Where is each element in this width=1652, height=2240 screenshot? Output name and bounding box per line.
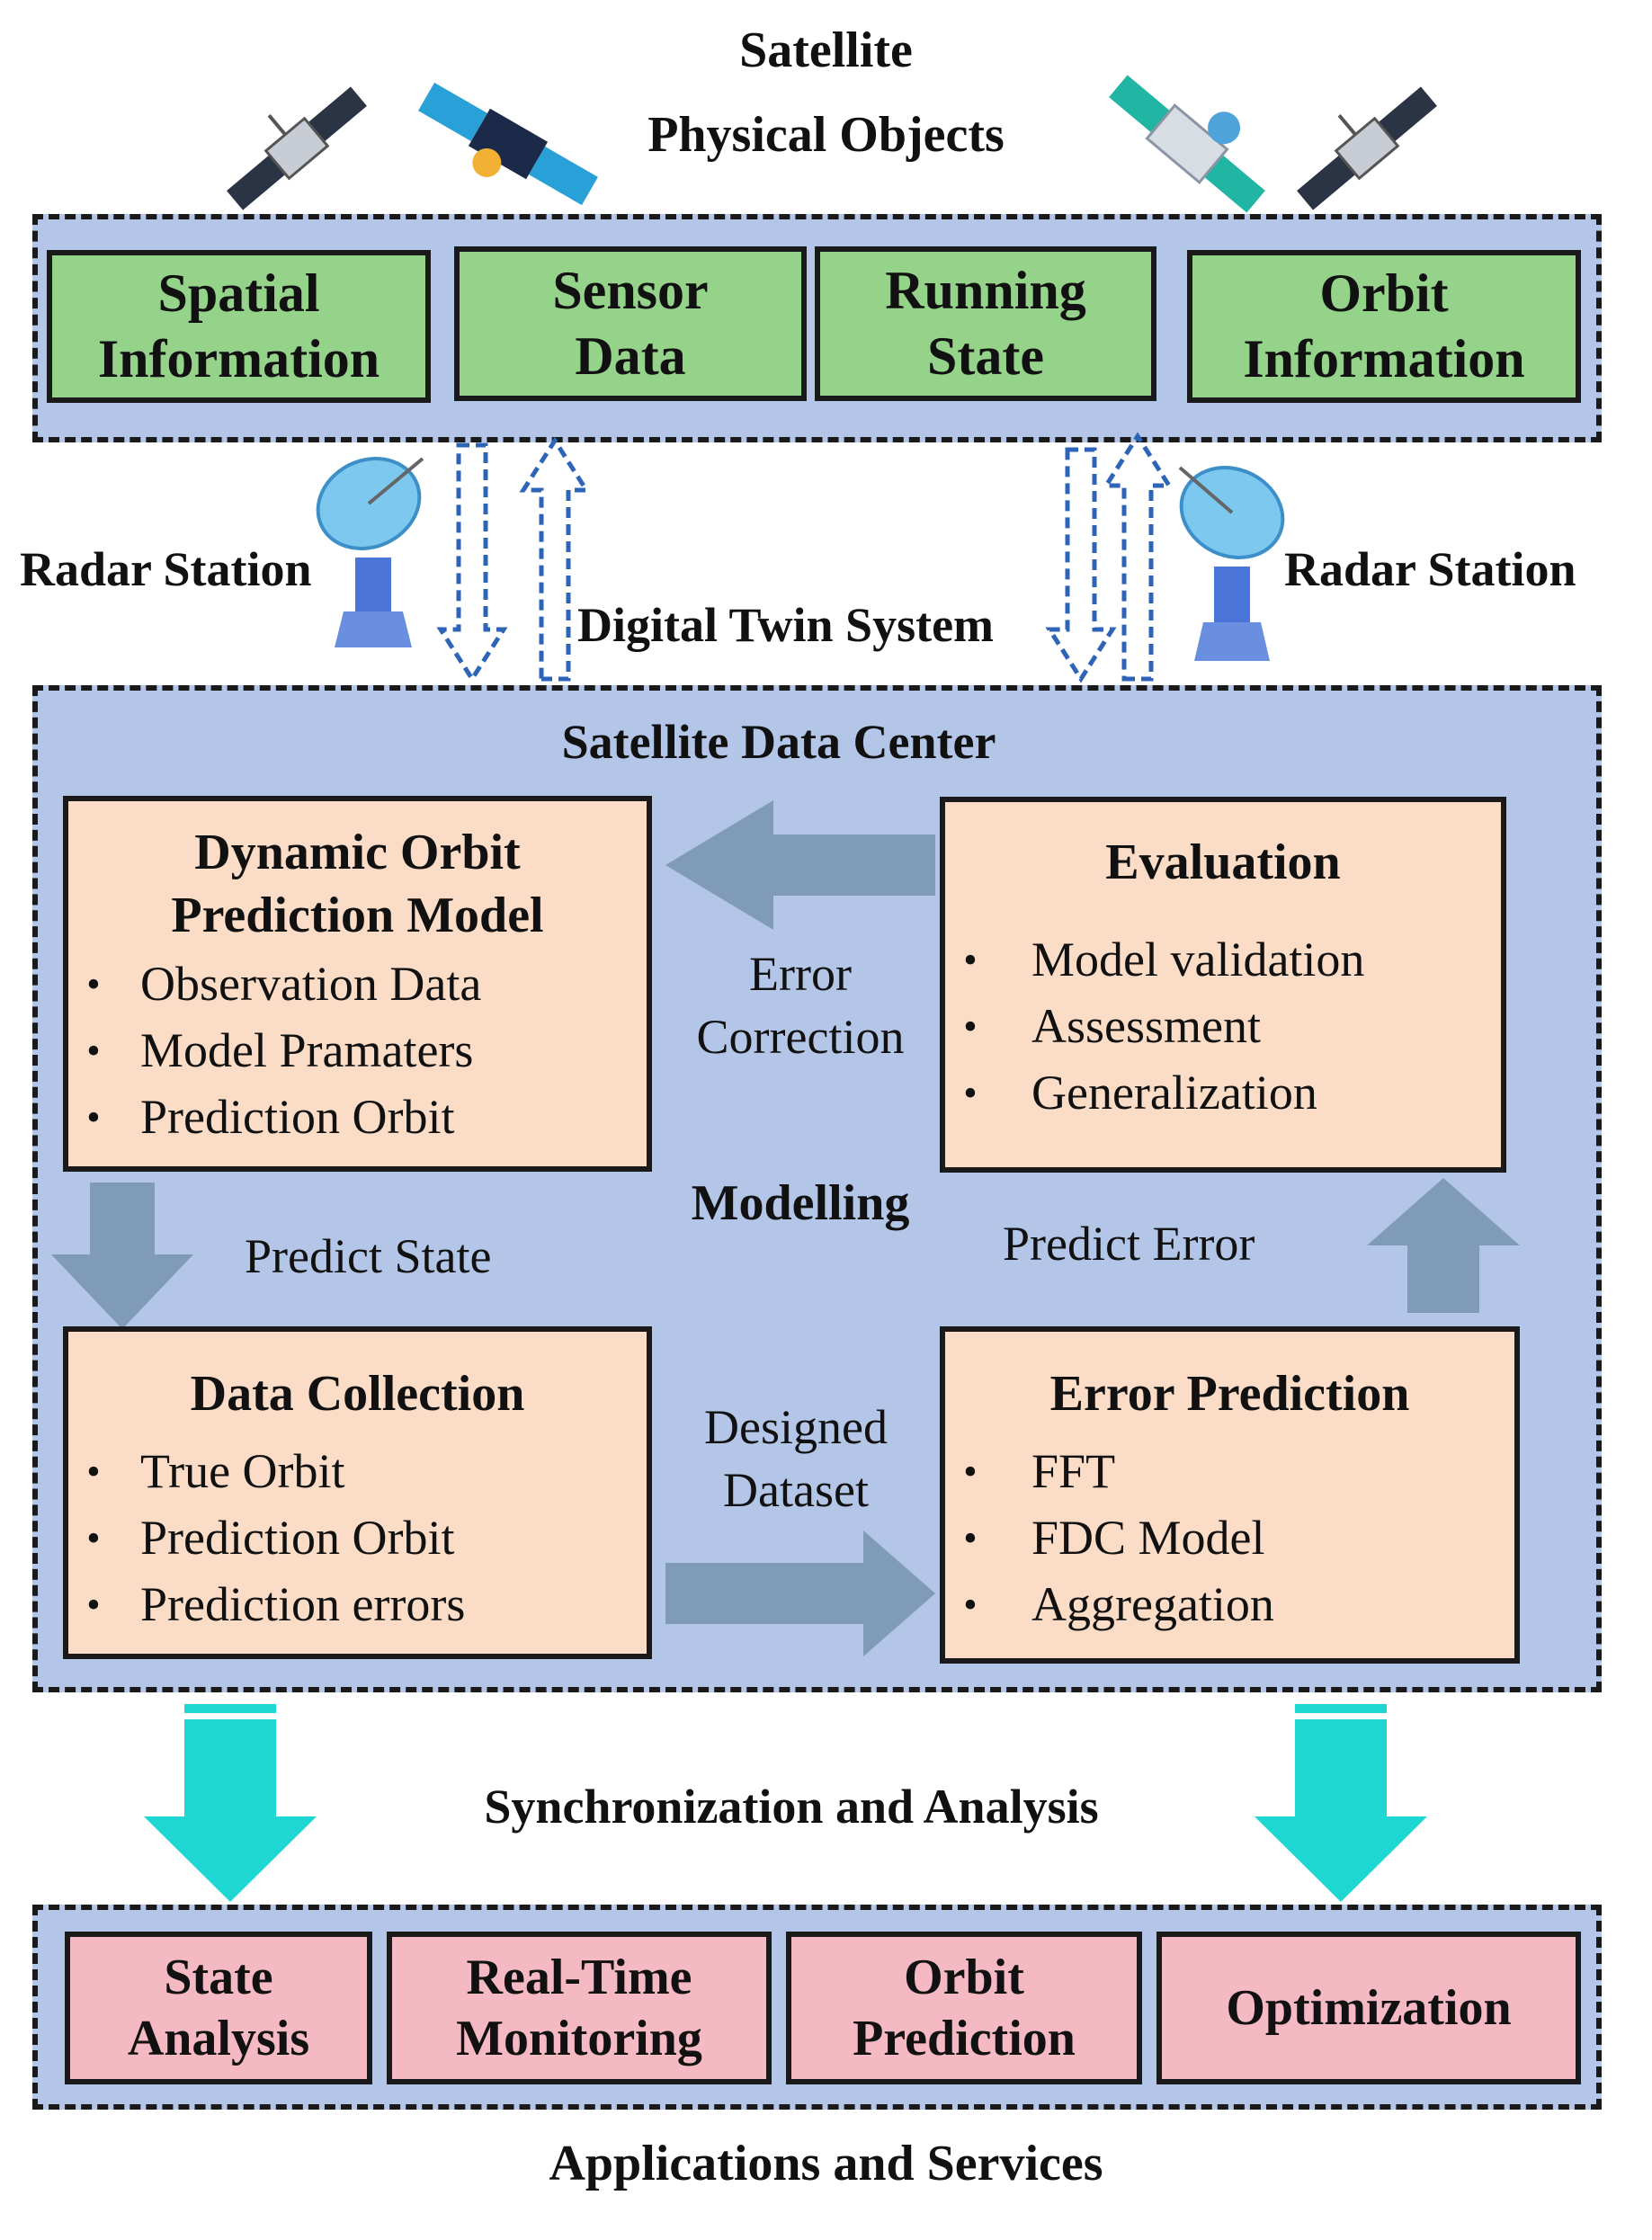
list-item: •Model validation — [945, 926, 1501, 993]
evaluation-panel: Evaluation •Model validation •Assessment… — [940, 797, 1506, 1173]
predict-state-arrow — [51, 1182, 193, 1329]
data-collection-panel: Data Collection •True Orbit •Prediction … — [63, 1326, 652, 1659]
dynamic-orbit-model-title: Dynamic Orbit Prediction Model — [171, 825, 544, 943]
link-arrow-up-right — [1102, 432, 1174, 682]
error-correction-label: Error Correction — [696, 947, 905, 1065]
data-collection-title: Data Collection — [190, 1366, 525, 1422]
satellite-icon — [1109, 75, 1265, 213]
bullet-icon: • — [963, 1449, 978, 1494]
bullet-icon: • — [963, 1582, 978, 1627]
predict-error-arrow — [1367, 1178, 1520, 1313]
radar-station-right-label: Radar Station — [1284, 542, 1576, 596]
data-center-title: Satellite Data Center — [561, 715, 996, 769]
evaluation-title: Evaluation — [1105, 834, 1341, 890]
list-item: •Generalization — [945, 1059, 1501, 1126]
list-item: •Observation Data — [68, 950, 647, 1017]
bullet-icon: • — [86, 1449, 101, 1494]
optimization-box: Optimization — [1156, 1932, 1581, 2084]
designed-dataset-label: Designed Dataset — [704, 1400, 888, 1518]
list-item: •Aggregation — [945, 1571, 1514, 1638]
sync-arrow-right — [1255, 1704, 1427, 1902]
bullet-icon: • — [963, 1070, 978, 1115]
satellite-icon — [418, 82, 598, 206]
list-item: •Prediction Orbit — [68, 1084, 647, 1150]
sync-arrow-left — [144, 1704, 317, 1902]
radar-dish-icon — [316, 457, 424, 647]
predict-error-label: Predict Error — [1003, 1217, 1255, 1271]
error-prediction-title: Error Prediction — [1049, 1366, 1410, 1422]
bullet-icon: • — [86, 1094, 101, 1139]
radar-dish-icon — [1178, 466, 1285, 661]
link-arrow-down-left — [436, 442, 508, 683]
bullet-icon: • — [86, 1028, 101, 1073]
radar-station-left-label: Radar Station — [20, 542, 312, 596]
sync-analysis-label: Synchronization and Analysis — [484, 1780, 1099, 1834]
list-item: •Model Pramaters — [68, 1017, 647, 1084]
header-subtitle: Physical Objects — [647, 107, 1005, 163]
list-item: •Assessment — [945, 993, 1501, 1059]
list-item: •FFT — [945, 1438, 1514, 1504]
error-prediction-panel: Error Prediction •FFT •FDC Model •Aggreg… — [940, 1326, 1520, 1664]
dynamic-orbit-model-panel: Dynamic Orbit Prediction Model •Observat… — [63, 796, 652, 1172]
designed-dataset-arrow — [665, 1531, 935, 1656]
digital-twin-label: Digital Twin System — [577, 598, 995, 652]
predict-state-label: Predict State — [245, 1229, 492, 1283]
bullet-icon: • — [86, 961, 101, 1006]
bullet-icon: • — [963, 1004, 978, 1049]
modelling-label: Modelling — [691, 1175, 910, 1231]
satellite-icon — [227, 86, 367, 210]
bullet-icon: • — [963, 1515, 978, 1560]
bullet-icon: • — [86, 1515, 101, 1560]
footer-title: Applications and Services — [549, 2136, 1103, 2191]
list-item: •FDC Model — [945, 1504, 1514, 1571]
header-title: Satellite — [739, 22, 913, 78]
link-arrow-up-left — [519, 436, 591, 682]
error-correction-arrow — [665, 800, 935, 930]
satellite-icon — [1297, 86, 1437, 210]
list-item: •True Orbit — [68, 1438, 647, 1504]
list-item: •Prediction errors — [68, 1571, 647, 1638]
bullet-icon: • — [86, 1582, 101, 1627]
list-item: •Prediction Orbit — [68, 1504, 647, 1571]
link-arrow-down-right — [1045, 447, 1117, 683]
bullet-icon: • — [963, 937, 978, 982]
